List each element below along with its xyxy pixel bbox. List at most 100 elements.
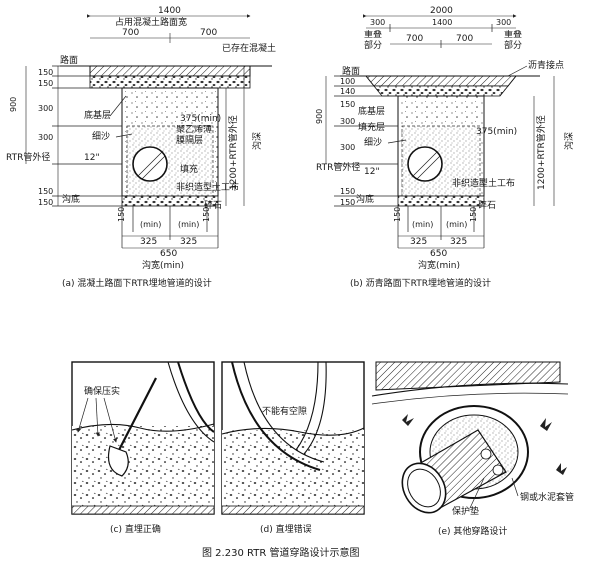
trench-bottom-label: 沟底 — [356, 193, 374, 205]
dim-150: 150 — [340, 100, 355, 109]
dim-140: 140 — [340, 87, 355, 96]
min-left: (min) — [140, 220, 161, 229]
dim-150-c: 150 — [38, 187, 53, 196]
figure-caption: 图 2.230 RTR 管道穿路设计示意图 — [202, 546, 359, 559]
caption-b: (b) 沥青路面下RTR埋地管道的设计 — [350, 277, 491, 289]
dim-2000: 2000 — [430, 6, 453, 16]
pe-film-label: 聚乙烯薄膜隔层 — [176, 125, 213, 146]
pipe-wall — [231, 361, 321, 471]
base-course — [373, 85, 509, 97]
bottom-150-right: 150 — [469, 207, 478, 222]
dim-900: 900 — [9, 97, 18, 112]
trench-width-label: 沟宽(min) — [142, 259, 184, 271]
gravel-label: 碎石 — [478, 199, 496, 211]
caption-a: (a) 混凝土路面下RTR埋地管道的设计 — [62, 277, 212, 289]
bottom-650: 650 — [430, 249, 447, 259]
asphalt-joint-label: 沥青接点 — [528, 59, 564, 71]
base-course — [89, 75, 251, 89]
bottom-150-right: 150 — [202, 207, 211, 222]
gravel-bed — [397, 195, 485, 207]
asphalt-layer — [364, 75, 518, 87]
trench-depth-label: 沟深 — [251, 132, 263, 150]
base-layer-label: 底基层 — [358, 105, 385, 117]
diameter-12in: 12" — [364, 167, 380, 177]
no-void-label: 不能有空隙 — [262, 405, 307, 417]
trench-depth-label: 沟深 — [563, 132, 575, 150]
grass-icon — [402, 414, 414, 426]
rtr-od-label: RTR管外径 — [6, 151, 50, 163]
dim-150-d: 150 — [340, 198, 355, 207]
tamper-handle — [117, 377, 157, 453]
existing-concrete-label: 已存在混凝土 — [222, 42, 276, 54]
bottom-325-left: 325 — [140, 237, 157, 247]
concrete-slab — [89, 65, 251, 77]
overlap-left-label: 重叠部分 — [364, 30, 383, 51]
pipe-od-plus-1200: 1200+RTR管外径 — [535, 115, 547, 190]
bottom-325-right: 325 — [180, 237, 197, 247]
dim-300-a: 300 — [340, 117, 355, 126]
geotextile-label: 非织造型土工布 — [176, 181, 239, 193]
geotextile-label: 非织造型土工布 — [452, 177, 515, 189]
pipe-wall — [177, 361, 215, 433]
min-right: (min) — [446, 220, 467, 229]
road-width-label: 占用混凝土路面宽 — [115, 16, 187, 28]
min-left: (min) — [412, 220, 433, 229]
dim-100: 100 — [340, 77, 355, 86]
compacted-soil — [72, 426, 214, 510]
dim-150-c: 150 — [340, 187, 355, 196]
panel-d-wrong: 不能有空隙 (d) 直埋错误 — [221, 361, 365, 535]
grass-icon — [556, 463, 567, 475]
diameter-12in: 12" — [84, 153, 100, 163]
dim-300-b: 300 — [38, 133, 53, 142]
panel-e-other-design: 保护垫 钢或水泥套管 (e) 其他穿路设计 — [371, 361, 574, 537]
dim-375: 375(min) — [476, 127, 517, 137]
dim-700-right: 700 — [456, 34, 473, 44]
dim-700-right: 700 — [200, 28, 217, 38]
trench-width-label: 沟宽(min) — [418, 259, 460, 271]
fill-label: 填充 — [180, 163, 198, 175]
base-layer-label: 底基层 — [84, 109, 111, 121]
pad-label: 保护垫 — [452, 505, 479, 517]
road-section — [375, 361, 561, 391]
caption-d: (d) 直埋错误 — [260, 523, 312, 535]
pipe-od-plus-1200: 1200+RTR管外径 — [227, 115, 239, 190]
gravel-label: 碎石 — [204, 199, 222, 211]
dim-700-left: 700 — [122, 28, 139, 38]
loose-soil — [222, 430, 364, 510]
trench-bottom-label: 沟底 — [62, 193, 80, 205]
dim-900: 900 — [315, 109, 324, 124]
sleeve-label: 钢或水泥套管 — [520, 491, 574, 503]
road-surface-label: 路面 — [342, 65, 360, 77]
grass-icon — [540, 418, 552, 431]
dim-1400: 1400 — [432, 18, 452, 27]
panel-c-correct: 确保压实 (c) 直埋正确 — [71, 361, 215, 535]
min-right: (min) — [178, 220, 199, 229]
spacer-pad — [480, 448, 492, 460]
road-surface-label: 路面 — [60, 54, 78, 66]
dim-700-left: 700 — [406, 34, 423, 44]
rtr-od-label: RTR管外径 — [316, 161, 360, 173]
bottom-150-left: 150 — [117, 207, 126, 222]
dim-300-right: 300 — [496, 18, 511, 27]
dim-300-left: 300 — [370, 18, 385, 27]
dim-150-a: 150 — [38, 68, 53, 77]
dim-300-a: 300 — [38, 104, 53, 113]
bottom-325-left: 325 — [410, 237, 427, 247]
fine-sand-label: 细沙 — [92, 130, 110, 142]
dim-300-b: 300 — [340, 143, 355, 152]
bottom-325-right: 325 — [450, 237, 467, 247]
tamper-head — [107, 445, 129, 477]
bottom-650: 650 — [160, 249, 177, 259]
panel-b-asphalt-road: 2000 300 1400 300 重叠部分 重叠部分 700 700 沥青接点… — [315, 6, 575, 289]
overlap-right-label: 重叠部分 — [504, 30, 523, 51]
caption-e: (e) 其他穿路设计 — [438, 525, 507, 537]
dim-375: 375(min) — [180, 114, 221, 124]
bottom-150-left: 150 — [393, 207, 402, 222]
fill-layer-label: 填充层 — [358, 121, 385, 133]
compaction-label: 确保压实 — [84, 385, 120, 397]
panel-a-concrete-road: 1400 占用混凝土路面宽 700 700 已存在混凝土 路面 150 150 … — [6, 6, 276, 289]
dim-150-b: 150 — [38, 79, 53, 88]
dim-1400: 1400 — [158, 6, 181, 16]
dim-150-d: 150 — [38, 198, 53, 207]
